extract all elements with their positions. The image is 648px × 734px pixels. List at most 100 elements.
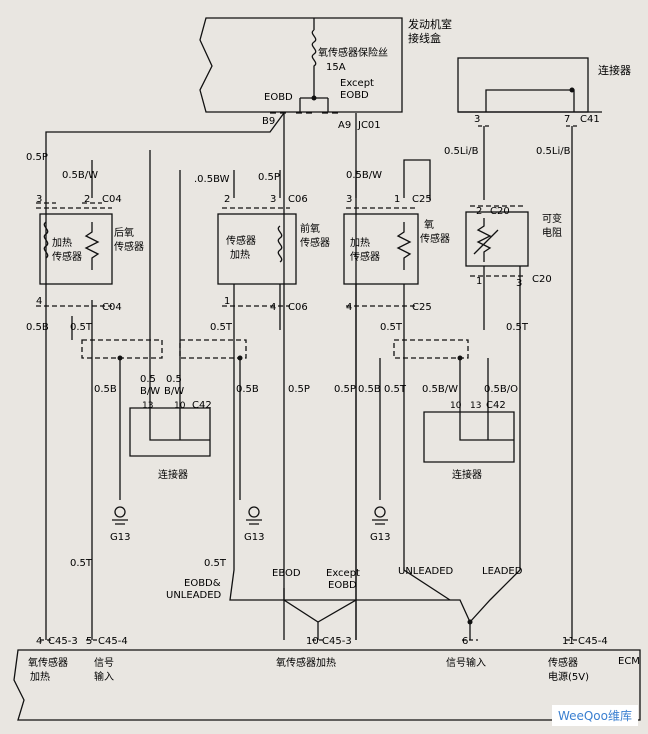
conn-label: C42 xyxy=(486,400,506,411)
branch-label: EOBD xyxy=(328,580,357,591)
except-label-2: EOBD xyxy=(340,90,369,101)
wire-label: 0.5 xyxy=(166,374,182,385)
third-sensor-label: 传感器 xyxy=(420,232,450,245)
wire-label: 0.5T xyxy=(70,322,93,333)
c41-conn: C41 xyxy=(580,114,600,125)
conn-label: C20 xyxy=(490,206,510,217)
pin-label: 1 xyxy=(394,194,400,205)
wire-label: 0.5B xyxy=(26,322,49,333)
rear-sensor-box xyxy=(39,213,113,285)
vr-label: 可变 xyxy=(542,212,562,225)
wire-label: 0.5B/W xyxy=(62,170,98,181)
wire-label: 0.5B xyxy=(358,384,381,395)
wire-label: 0.5B/W xyxy=(422,384,458,395)
connector-right-title: 连接器 xyxy=(452,468,482,481)
pin-label: 4 xyxy=(270,302,276,313)
ecm-label: 氧传感器 xyxy=(28,656,68,669)
ecm-pin: 6 xyxy=(462,636,468,647)
wire-merge-heater xyxy=(283,588,357,640)
wire-label: 0.5B/W xyxy=(346,170,382,181)
connector-right-box xyxy=(423,411,515,463)
third-inner-label: 传感器 xyxy=(350,250,380,263)
front-inner-label: 加热 xyxy=(230,248,250,261)
wire-label: 0.5P xyxy=(26,152,48,163)
pin-label: 10 xyxy=(450,401,462,411)
connector-left-box xyxy=(129,407,211,457)
third-sensor-label: 氧 xyxy=(424,218,434,231)
conn-label: C25 xyxy=(412,302,432,313)
c41-title: 连接器 xyxy=(598,64,631,77)
wire-label: 0.5T xyxy=(70,558,93,569)
pin-label: 3 xyxy=(516,278,522,289)
pin-label: 4 xyxy=(36,296,42,307)
watermark: WeeQoo维库 xyxy=(551,705,638,726)
ecm-label: 氧传感器加热 xyxy=(276,656,336,669)
fuse-box-outline xyxy=(199,17,403,113)
pin-label: 3 xyxy=(270,194,276,205)
pin-label: 13 xyxy=(142,401,153,411)
pin-label: 2 xyxy=(84,194,90,205)
variable-resistor-box xyxy=(465,211,529,267)
ecm-label: 信号 xyxy=(94,657,114,669)
pin-label: 2 xyxy=(476,206,482,217)
rear-sensor-label: 传感器 xyxy=(114,240,144,253)
ecm-conn: C45-3 xyxy=(48,636,78,647)
ecm-pin: 10 xyxy=(306,636,319,647)
pin-label: 2 xyxy=(224,194,230,205)
c41-pin-7: 7 xyxy=(564,114,570,125)
ecm-box xyxy=(13,649,641,721)
wire-label: 0.5B xyxy=(94,384,117,395)
conn-label: C04 xyxy=(102,302,122,313)
pin-label: 3 xyxy=(346,194,352,205)
ground-label: G13 xyxy=(370,532,390,543)
wire-label: B/W xyxy=(140,386,160,397)
wire-label: 0.5T xyxy=(384,384,407,395)
pin-label: 4 xyxy=(346,302,352,313)
front-sensor-label: 前氧 xyxy=(300,222,320,235)
pin-label: 1 xyxy=(476,276,482,287)
wire-label: 0.5P xyxy=(288,384,310,395)
wire-label: B/W xyxy=(164,386,184,397)
wire-label: 0.5T xyxy=(380,322,403,333)
ground-label: G13 xyxy=(244,532,264,543)
ecm-pin: 4 xyxy=(36,636,42,647)
pin-label: 13 xyxy=(470,401,481,411)
front-sensor-label: 传感器 xyxy=(300,236,330,249)
c41-pin-3: 3 xyxy=(474,114,480,125)
connector-c41-box xyxy=(457,57,589,113)
branch-label: EBOD xyxy=(272,568,301,579)
wire-label: .0.5BW xyxy=(194,174,230,185)
ecm-conn: C45-4 xyxy=(98,636,128,647)
ecm-label: 信号输入 xyxy=(446,656,486,669)
branch-label: UNLEADED xyxy=(166,590,222,601)
wire-label: 0.5Li/B xyxy=(536,146,571,157)
pin-a9: A9 xyxy=(338,120,351,131)
ecm-pin: 11 xyxy=(562,636,575,647)
conn-label: C25 xyxy=(412,194,432,205)
wire-label: 0.5Li/B xyxy=(444,146,479,157)
wire-label: 0.5B xyxy=(236,384,259,395)
wire-label: 0.5T xyxy=(210,322,233,333)
wire-label: 0.5T xyxy=(506,322,529,333)
conn-jc01: JC01 xyxy=(357,120,381,131)
branch-label: UNLEADED xyxy=(398,566,454,577)
ecm-conn: C45-4 xyxy=(578,636,608,647)
fuse-box-title: 发动机室 xyxy=(408,17,452,31)
eobd-label: EOBD xyxy=(264,92,293,103)
conn-label: C04 xyxy=(102,194,122,205)
pin-label: 1 xyxy=(224,296,230,307)
ground-label: G13 xyxy=(110,532,130,543)
wire-05p-main xyxy=(45,112,285,198)
wire-label: 0.5B/O xyxy=(484,384,518,395)
conn-label: C06 xyxy=(288,194,308,205)
ecm-label: 输入 xyxy=(94,670,114,683)
except-label-1: Except xyxy=(340,78,374,89)
conn-label: C06 xyxy=(288,302,308,313)
fuse-label: 氧传感器保险丝 xyxy=(318,46,388,59)
ecm-pin: 5 xyxy=(86,636,92,647)
wire-label: 0.5P xyxy=(334,384,356,395)
fuse-box-subtitle: 接线盒 xyxy=(408,31,441,45)
third-inner-label: 加热 xyxy=(350,236,370,249)
pin-b9: B9 xyxy=(262,116,275,127)
